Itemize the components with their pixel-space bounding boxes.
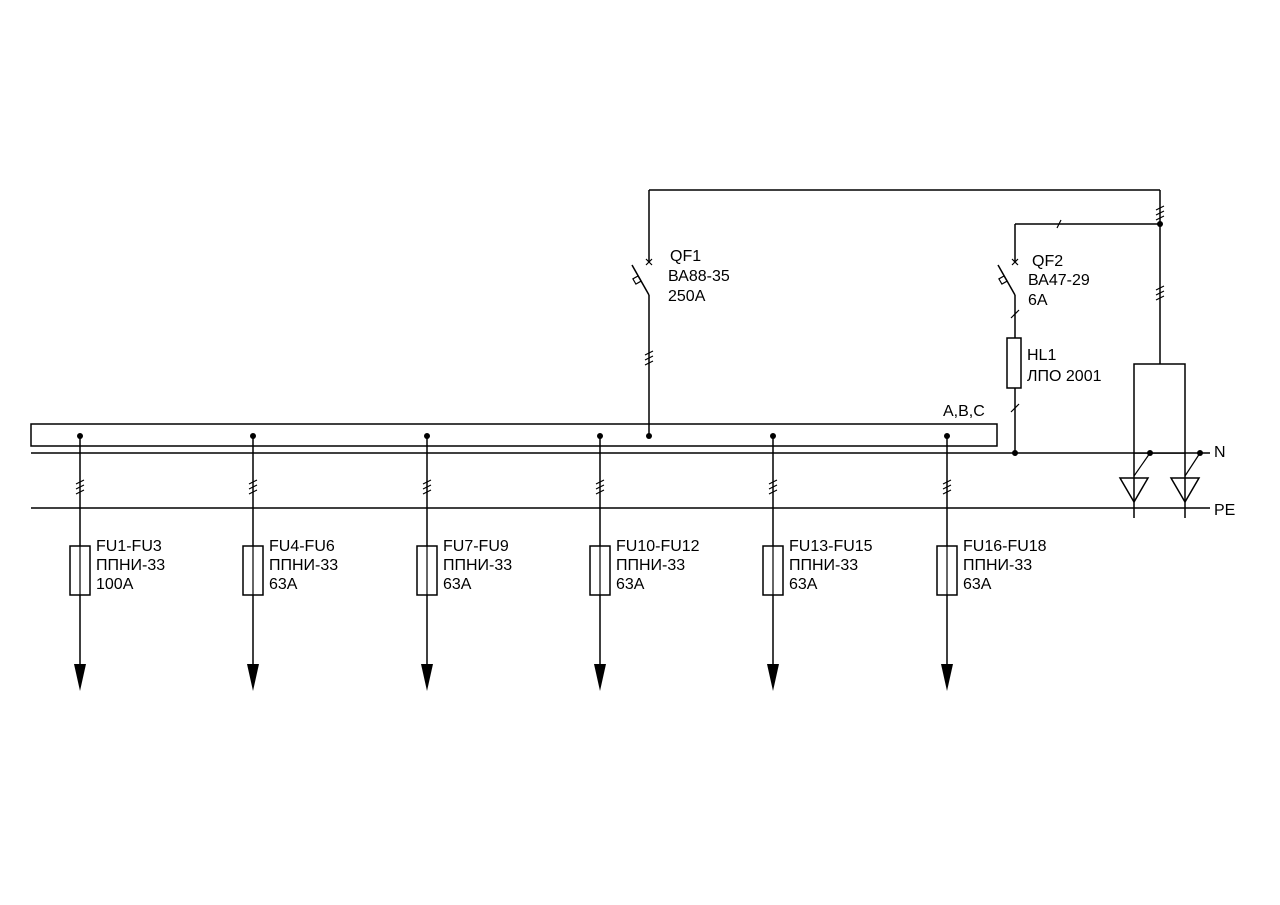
- outgoing-arrow: [941, 664, 953, 691]
- hl1-lower-hatch: [1010, 403, 1020, 413]
- qf1-rating: 250А: [668, 288, 706, 305]
- feeder-fuse-name: FU4-FU6: [269, 538, 335, 555]
- feeder-wire-hatch: [248, 479, 258, 495]
- feeder-fuse-type: ППНИ-33: [789, 557, 858, 574]
- feeder-fuse-rating: 63А: [269, 576, 298, 593]
- feeder-fuse-rating: 63А: [789, 576, 818, 593]
- feeder-wire-hatch: [422, 479, 432, 495]
- qf2-lower-hatch: [1010, 309, 1020, 319]
- hl1-type: ЛПО 2001: [1027, 368, 1102, 385]
- qf1-type: ВА88-35: [668, 268, 730, 285]
- qf2-supply-hatch: [1056, 219, 1062, 229]
- outgoing-arrow: [767, 664, 779, 691]
- feeder-fuse-rating: 63А: [443, 576, 472, 593]
- feeder-fuse-name: FU1-FU3: [96, 538, 162, 555]
- hl1-lamp-body: [1006, 337, 1022, 389]
- feeder-fuse-type: ППНИ-33: [96, 557, 165, 574]
- feeder-bus-junction: [944, 433, 950, 439]
- feeder-wire-hatch: [942, 479, 952, 495]
- feeder-bus-junction: [770, 433, 776, 439]
- feeder-bus-junction: [77, 433, 83, 439]
- feeder-fuse-rating: 63А: [963, 576, 992, 593]
- n-label: N: [1214, 444, 1226, 461]
- qf2-rating: 6А: [1028, 292, 1048, 309]
- feeder-fuse-type: ППНИ-33: [269, 557, 338, 574]
- feeder-fuse-name: FU7-FU9: [443, 538, 509, 555]
- qf1-name: QF1: [670, 248, 701, 265]
- qf2-actuator: [998, 275, 1008, 285]
- hl1-name: HL1: [1027, 347, 1056, 364]
- spd2-triangle: [1169, 477, 1201, 504]
- hl1-n-junction: [1012, 450, 1018, 456]
- qf2-name: QF2: [1032, 253, 1063, 270]
- outgoing-arrow: [74, 664, 86, 691]
- spd1-triangle: [1118, 477, 1150, 504]
- spd-housing: [1133, 363, 1186, 454]
- outgoing-arrow: [421, 664, 433, 691]
- feeder-fuse-type: ППНИ-33: [963, 557, 1032, 574]
- feeder-fuse-name: FU10-FU12: [616, 538, 700, 555]
- right-riser-hatch-top: [1155, 205, 1165, 221]
- qf1-branch: QF1 ВА88-35 250А: [631, 189, 1160, 439]
- feeder-bus-junction: [250, 433, 256, 439]
- feeder-wire-hatch: [75, 479, 85, 495]
- feeder-fuse-rating: 63А: [616, 576, 645, 593]
- abc-bus-label: A,B,C: [943, 403, 985, 420]
- outgoing-arrow: [247, 664, 259, 691]
- surge-protection-block: [1118, 363, 1203, 518]
- qf1-actuator: [632, 275, 642, 285]
- abc-busbar: [30, 423, 998, 447]
- qf2-trip-mark: [1011, 258, 1019, 266]
- feeder-fuse-type: ППНИ-33: [616, 557, 685, 574]
- qf2-branch: QF2 ВА47-29 6А HL1 ЛПО 2001: [997, 190, 1165, 456]
- feeder-fuse-name: FU16-FU18: [963, 538, 1047, 555]
- qf2-type: ВА47-29: [1028, 272, 1090, 289]
- feeder-fuse-type: ППНИ-33: [443, 557, 512, 574]
- pe-label: PE: [1214, 502, 1235, 519]
- qf1-wire-hatch: [644, 350, 654, 366]
- feeder-fuse-rating: 100А: [96, 576, 134, 593]
- feeder-group: FU1-FU3ППНИ-33100АFU4-FU6ППНИ-3363АFU7-F…: [69, 433, 1047, 691]
- qf1-trip-mark: [645, 258, 653, 266]
- spd2-diagonal: [1184, 452, 1201, 477]
- feeder-fuse-name: FU13-FU15: [789, 538, 873, 555]
- feeder-bus-junction: [424, 433, 430, 439]
- feeder-wire-hatch: [768, 479, 778, 495]
- right-riser-hatch-mid: [1155, 285, 1165, 301]
- outgoing-arrow: [594, 664, 606, 691]
- spd1-diagonal: [1133, 452, 1151, 477]
- feeder-wire-hatch: [595, 479, 605, 495]
- qf1-bus-junction: [646, 433, 652, 439]
- feeder-bus-junction: [597, 433, 603, 439]
